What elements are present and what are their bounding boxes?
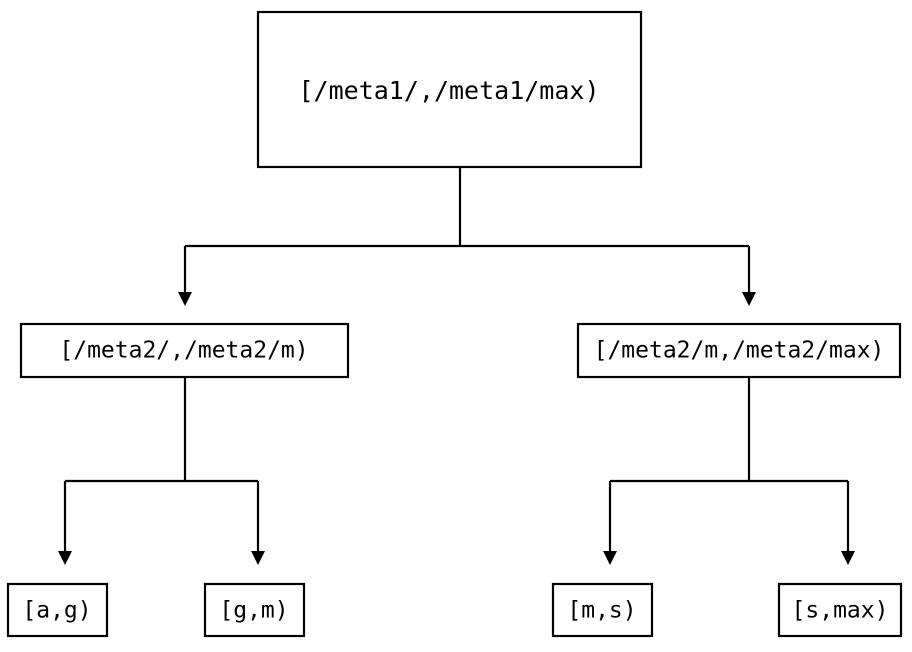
arrowhead-icon-mid-left	[178, 292, 192, 306]
node-leaf-s-max[interactable]: [s,max)	[777, 582, 903, 638]
node-leaf-m-s-box[interactable]	[551, 582, 654, 638]
node-leaf-g-m[interactable]: [g,m)	[203, 582, 306, 638]
arrowhead-icon-leaf-g-m	[251, 551, 265, 565]
node-leaf-a-g-box[interactable]	[6, 582, 109, 638]
node-root[interactable]: [/meta1/,/meta1/max)	[256, 10, 643, 169]
node-mid-right-label: [/meta2/m,/meta2/max)	[594, 338, 885, 364]
node-leaf-m-s-label: [m,s)	[567, 598, 636, 624]
node-mid-left[interactable]: [/meta2/,/meta2/m)	[19, 322, 350, 379]
arrowhead-icon-leaf-s-max	[841, 551, 855, 565]
node-mid-left-label: [/meta2/,/meta2/m)	[59, 338, 308, 364]
node-leaf-s-max-box[interactable]	[777, 582, 903, 638]
edge-group-mid-right	[603, 377, 855, 565]
node-leaf-m-s[interactable]: [m,s)	[551, 582, 654, 638]
edge-group-root	[178, 167, 756, 306]
arrowhead-icon-leaf-a-g	[58, 551, 72, 565]
node-leaf-g-m-label: [g,m)	[219, 598, 288, 624]
node-mid-left-box[interactable]	[19, 322, 350, 379]
node-root-label: [/meta1/,/meta1/max)	[298, 76, 599, 105]
node-root-box[interactable]	[256, 10, 643, 169]
arrowhead-icon-mid-right	[742, 292, 756, 306]
node-leaf-a-g[interactable]: [a,g)	[6, 582, 109, 638]
node-leaf-a-g-label: [a,g)	[22, 598, 91, 624]
node-leaf-s-max-label: [s,max)	[792, 598, 889, 624]
node-leaf-g-m-box[interactable]	[203, 582, 306, 638]
node-mid-right[interactable]: [/meta2/m,/meta2/max)	[576, 322, 902, 379]
arrowhead-icon-leaf-m-s	[603, 551, 617, 565]
edge-group-mid-left	[58, 377, 265, 565]
node-mid-right-box[interactable]	[576, 322, 902, 379]
